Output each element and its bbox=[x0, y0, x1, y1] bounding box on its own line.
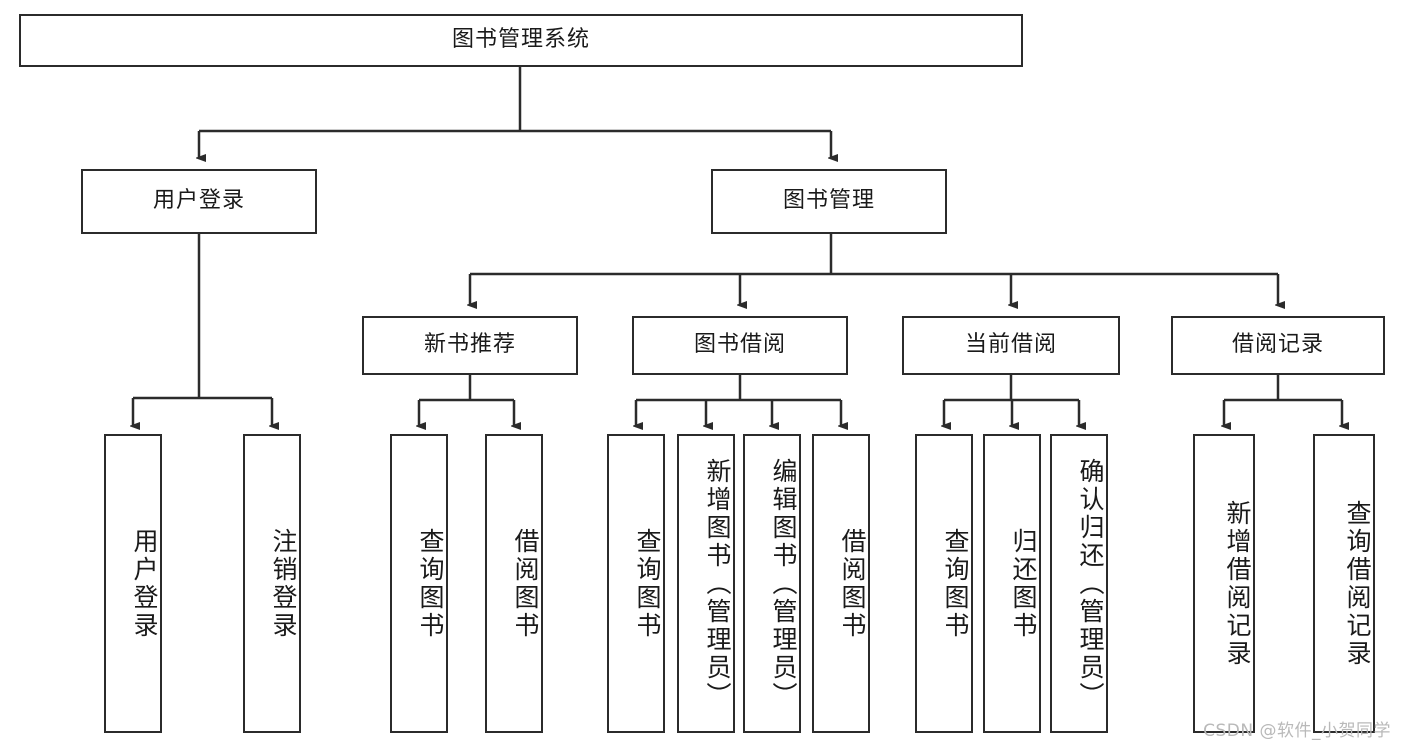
node-label: 查询借阅记录 bbox=[1343, 499, 1372, 668]
node-root-system[interactable]: 图书管理系统 bbox=[19, 14, 1023, 67]
node-label: 图书管理 bbox=[782, 188, 875, 214]
node-label: 归还图书 bbox=[1009, 527, 1038, 640]
node-label: 图书管理系统 bbox=[451, 27, 590, 53]
node-label: 借阅记录 bbox=[1231, 332, 1324, 358]
node-borrow-record[interactable]: 借阅记录 bbox=[1171, 316, 1385, 375]
node-label: 查询图书 bbox=[941, 527, 970, 640]
node-book-borrow[interactable]: 图书借阅 bbox=[632, 316, 848, 375]
node-label: 查询图书 bbox=[416, 527, 445, 640]
node-label: 图书借阅 bbox=[693, 332, 786, 358]
leaf-borrow-edit-book[interactable]: 编辑图书（管理员） bbox=[743, 434, 801, 733]
leaf-user-login-signin[interactable]: 用户登录 bbox=[104, 434, 162, 733]
node-label: 借阅图书 bbox=[511, 527, 540, 640]
node-new-book-recommend[interactable]: 新书推荐 bbox=[362, 316, 578, 375]
node-label: 用户登录 bbox=[130, 527, 159, 640]
node-label: 编辑图书（管理员） bbox=[769, 457, 798, 710]
leaf-new-book-borrow[interactable]: 借阅图书 bbox=[485, 434, 543, 733]
csdn-watermark: CSDN @软件_小贺同学 bbox=[1203, 721, 1391, 741]
node-label: 新增图书（管理员） bbox=[703, 457, 732, 710]
leaf-borrow-query-book[interactable]: 查询图书 bbox=[607, 434, 665, 733]
node-label: 当前借阅 bbox=[964, 332, 1057, 358]
node-label: 注销登录 bbox=[269, 527, 298, 640]
leaf-current-query-book[interactable]: 查询图书 bbox=[915, 434, 973, 733]
leaf-current-confirm-return[interactable]: 确认归还（管理员） bbox=[1050, 434, 1108, 733]
leaf-new-book-query[interactable]: 查询图书 bbox=[390, 434, 448, 733]
leaf-record-query[interactable]: 查询借阅记录 bbox=[1313, 434, 1375, 733]
node-label: 用户登录 bbox=[152, 188, 245, 214]
leaf-user-login-signout[interactable]: 注销登录 bbox=[243, 434, 301, 733]
node-label: 新书推荐 bbox=[423, 332, 516, 358]
node-current-borrow[interactable]: 当前借阅 bbox=[902, 316, 1120, 375]
node-user-login[interactable]: 用户登录 bbox=[81, 169, 317, 234]
node-label: 新增借阅记录 bbox=[1223, 499, 1252, 668]
leaf-borrow-borrow-book[interactable]: 借阅图书 bbox=[812, 434, 870, 733]
leaf-borrow-add-book[interactable]: 新增图书（管理员） bbox=[677, 434, 735, 733]
leaf-record-add[interactable]: 新增借阅记录 bbox=[1193, 434, 1255, 733]
node-book-management[interactable]: 图书管理 bbox=[711, 169, 947, 234]
node-label: 查询图书 bbox=[633, 527, 662, 640]
leaf-current-return-book[interactable]: 归还图书 bbox=[983, 434, 1041, 733]
node-label: 确认归还（管理员） bbox=[1076, 457, 1105, 710]
node-label: 借阅图书 bbox=[838, 527, 867, 640]
